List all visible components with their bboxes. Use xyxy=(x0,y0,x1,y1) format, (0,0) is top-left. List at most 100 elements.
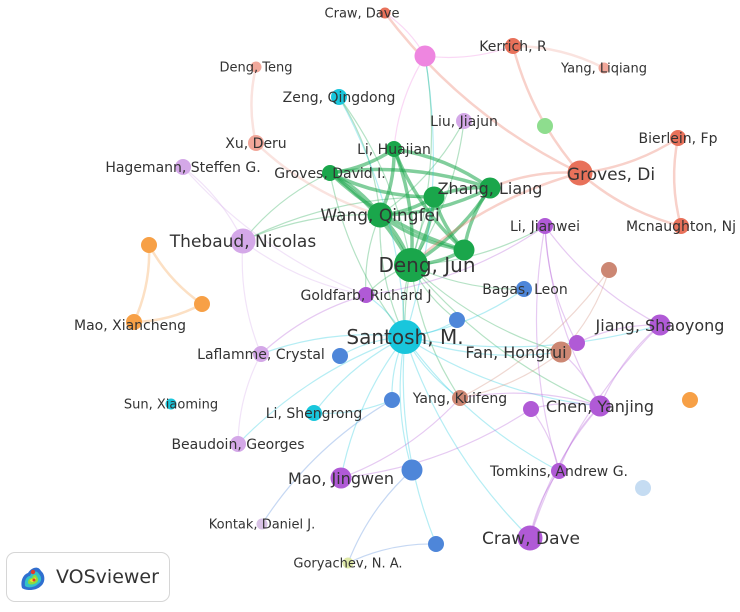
node-li-huajian[interactable] xyxy=(386,141,402,157)
node-yang-kuifeng[interactable] xyxy=(452,390,468,406)
label-deng-jun[interactable]: Deng, Jun xyxy=(378,253,475,277)
label-thebaud-nicolas[interactable]: Thebaud, Nicolas xyxy=(169,232,317,252)
label-yang-kuifeng[interactable]: Yang, Kuifeng xyxy=(412,391,507,407)
label-craw-dave-bottom[interactable]: Craw, Dave xyxy=(482,529,580,549)
node-goldfarb-richard-j[interactable] xyxy=(358,287,374,303)
node-kontak-daniel-j[interactable] xyxy=(256,518,268,530)
node-mao-jingwen[interactable] xyxy=(330,467,352,489)
label-groves-di[interactable]: Groves, Di xyxy=(567,165,655,185)
label-groves-david-i[interactable]: Groves, David I. xyxy=(274,166,385,182)
label-laflamme-crystal[interactable]: Laflamme, Crystal xyxy=(197,347,325,363)
label-li-jianwei[interactable]: Li, Jianwei xyxy=(510,219,580,235)
node-brown-unlabeled[interactable] xyxy=(601,262,617,278)
label-bagas-leon[interactable]: Bagas, Leon xyxy=(482,282,567,298)
label-mao-jingwen[interactable]: Mao, Jingwen xyxy=(288,469,394,488)
node-liu-jiajun[interactable] xyxy=(456,113,472,129)
node-green-b-unlabeled[interactable] xyxy=(453,239,475,261)
node-zeng-qingdong[interactable] xyxy=(331,89,347,105)
link-santosh-m-fan-hongrui xyxy=(404,336,562,356)
label-fan-hongrui[interactable]: Fan, Hongrui xyxy=(465,343,566,362)
vosviewer-logo-badge[interactable]: VOSviewer xyxy=(6,552,170,602)
node-mcnaughton-nj[interactable] xyxy=(673,218,689,234)
node-blue-e-unlabeled[interactable] xyxy=(428,536,444,552)
link-li-jianwei-chen-yanjing xyxy=(544,225,601,407)
label-tomkins-andrew-g[interactable]: Tomkins, Andrew G. xyxy=(489,464,628,480)
link-groves-david-i-thebaud-nicolas xyxy=(242,172,331,242)
link-groves-david-i-green-a-unlabeled xyxy=(329,171,435,199)
label-mcnaughton-nj[interactable]: Mcnaughton, Nj xyxy=(626,219,736,235)
label-deng-teng[interactable]: Deng, Teng xyxy=(220,61,293,76)
label-zeng-qingdong[interactable]: Zeng, Qingdong xyxy=(283,90,396,106)
link-pink-unlabeled-li-huajian xyxy=(393,55,426,150)
node-kerrich-r[interactable] xyxy=(505,38,521,54)
node-orange-top-unlabeled[interactable] xyxy=(141,237,157,253)
node-yang-liqiang[interactable] xyxy=(598,62,610,74)
node-mao-xiancheng[interactable] xyxy=(126,314,142,330)
link-li-jianwei-purple-a-unlabeled xyxy=(544,225,578,344)
label-li-huajian[interactable]: Li, Huajian xyxy=(357,142,431,158)
node-goryachev-na[interactable] xyxy=(342,557,354,569)
label-li-shengrong[interactable]: Li, Shengrong xyxy=(266,406,363,422)
node-purple-a-unlabeled[interactable] xyxy=(569,335,585,351)
label-mao-xiancheng[interactable]: Mao, Xiancheng xyxy=(74,318,186,334)
node-orange-far-unlabeled[interactable] xyxy=(682,392,698,408)
node-groves-di[interactable] xyxy=(567,160,593,186)
link-mao-jingwen-yang-kuifeng xyxy=(340,397,461,479)
link-chen-yanjing-yang-kuifeng xyxy=(459,392,601,407)
node-bagas-leon[interactable] xyxy=(516,281,532,297)
label-wang-qingfei[interactable]: Wang, Qingfei xyxy=(320,206,439,226)
label-hagemann-steffen[interactable]: Hagemann, Steffen G. xyxy=(105,160,260,176)
label-beaudoin-georges[interactable]: Beaudoin, Georges xyxy=(171,437,304,453)
node-hagemann-steffen[interactable] xyxy=(175,159,191,175)
node-zhang-liang[interactable] xyxy=(479,177,501,199)
node-green-small-unlabeled[interactable] xyxy=(537,118,553,134)
label-sun-xiaoming[interactable]: Sun, Xiaoming xyxy=(124,398,218,413)
label-xu-deru[interactable]: Xu, Deru xyxy=(225,136,286,152)
node-xu-deru[interactable] xyxy=(248,135,264,151)
node-blue-a-unlabeled[interactable] xyxy=(449,312,465,328)
node-thebaud-nicolas[interactable] xyxy=(230,228,256,254)
link-bierlein-fp-mcnaughton-nj xyxy=(672,137,683,227)
label-goldfarb-richard-j[interactable]: Goldfarb, Richard J xyxy=(301,288,432,304)
node-orange-right-unlabeled[interactable] xyxy=(194,296,210,312)
label-chen-yanjing[interactable]: Chen, Yanjing xyxy=(546,397,654,416)
node-purple-b-unlabeled[interactable] xyxy=(523,401,539,417)
node-sun-xiaoming[interactable] xyxy=(165,398,177,410)
label-kerrich-r[interactable]: Kerrich, R xyxy=(479,39,547,55)
link-groves-di-deng-jun xyxy=(410,171,581,266)
label-liu-jiajun[interactable]: Liu, Jiajun xyxy=(430,114,498,130)
node-wang-qingfei[interactable] xyxy=(367,202,393,228)
node-tomkins-andrew-g[interactable] xyxy=(551,463,567,479)
label-goryachev-na[interactable]: Goryachev, N. A. xyxy=(293,557,402,572)
node-light-blue-unlabeled[interactable] xyxy=(635,480,651,496)
label-yang-liqiang[interactable]: Yang, Liqiang xyxy=(560,62,647,77)
label-jiang-shaoyong[interactable]: Jiang, Shaoyong xyxy=(595,316,725,335)
node-green-a-unlabeled[interactable] xyxy=(423,186,445,208)
label-bierlein-fp[interactable]: Bierlein, Fp xyxy=(639,131,718,147)
node-li-shengrong[interactable] xyxy=(306,405,322,421)
node-pink-unlabeled[interactable] xyxy=(414,45,436,67)
node-chen-yanjing[interactable] xyxy=(589,395,611,417)
label-craw-dave-top[interactable]: Craw, Dave xyxy=(325,7,400,22)
node-deng-teng[interactable] xyxy=(250,61,262,73)
node-blue-d-unlabeled[interactable] xyxy=(401,459,423,481)
node-blue-c-unlabeled[interactable] xyxy=(384,392,400,408)
label-santosh-m[interactable]: Santosh, M. xyxy=(346,325,463,349)
label-kontak-daniel-j[interactable]: Kontak, Daniel J. xyxy=(209,518,315,533)
node-laflamme-crystal[interactable] xyxy=(253,346,269,362)
node-beaudoin-georges[interactable] xyxy=(230,436,246,452)
node-bierlein-fp[interactable] xyxy=(670,130,686,146)
node-blue-b-unlabeled[interactable] xyxy=(332,348,348,364)
node-santosh-m[interactable] xyxy=(388,320,422,354)
node-groves-david-i[interactable] xyxy=(322,165,338,181)
link-wang-qingfei-thebaud-nicolas xyxy=(242,214,381,242)
node-jiang-shaoyong[interactable] xyxy=(649,314,671,336)
node-deng-jun[interactable] xyxy=(394,248,428,282)
label-zhang-liang[interactable]: Zhang, Liang xyxy=(438,179,543,198)
node-craw-dave-bottom[interactable] xyxy=(517,525,543,551)
node-li-jianwei[interactable] xyxy=(537,218,553,234)
node-fan-hongrui[interactable] xyxy=(550,341,572,363)
node-craw-dave-top[interactable] xyxy=(379,7,391,19)
